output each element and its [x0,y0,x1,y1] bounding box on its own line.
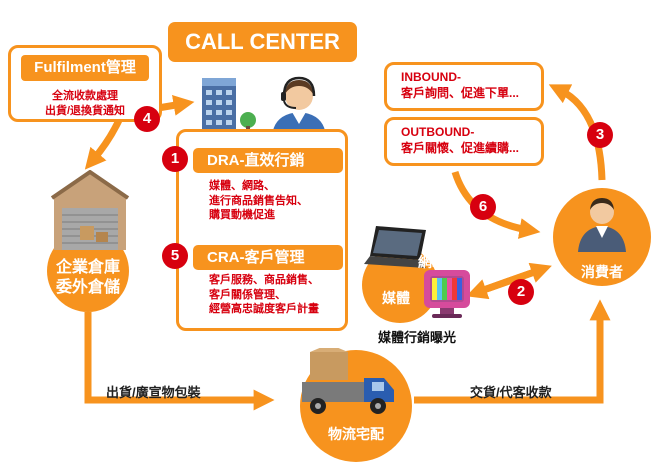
dra-line: 購買動機促進 [209,209,275,221]
dra-line: 進行商品銷售告知、 [209,194,308,207]
arrow-to-warehouse [84,116,124,170]
media-media-label: 媒體 [382,290,410,306]
consumer-person-icon [578,198,626,252]
cra-line: 客戶服務、商品銷售、 [209,274,319,286]
fulfilment-line-1: 全流收款處理 [52,90,118,102]
outbound-title: OUTBOUND- [401,125,475,139]
outbound-desc: 客戶關懷、促進續購... [401,141,520,155]
arrow-to-consumer [414,299,611,404]
warehouse-icon [50,170,130,250]
media-caption: 媒體行銷曝光 [378,330,457,345]
dra-description: 媒體、網路、 進行商品銷售告知、 購買動機促進 [209,179,308,223]
step-6-badge: 6 [470,194,496,220]
inbound-box: INBOUND- 客戶詢問、促進下單... [384,62,544,111]
consumer-label: 消費者 [581,264,623,280]
fulfilment-box: Fulfilment管理 全流收款處理 出貨/退換貨通知 [8,45,162,122]
fulfilment-line-2: 出貨/退換貨通知 [44,105,126,117]
step-3-badge: 3 [587,122,613,148]
warehouse-label: 企業倉庫 委外倉儲 [38,258,138,298]
warehouse-line-2: 委外倉儲 [55,279,120,296]
media-web-label: 網站 [418,254,446,270]
warehouse-line-1: 企業倉庫 [55,259,120,276]
fulfilment-title: Fulfilment管理 [21,55,149,81]
office-building-icon [202,78,256,134]
tv-icon [424,270,470,318]
call-agent-icon [272,76,326,136]
step-5-badge: 5 [162,243,188,269]
dra-line: 媒體、網路、 [209,180,275,192]
deliver-collect-label: 交貨/代客收款 [470,385,552,400]
call-center-box: DRA-直效行銷 媒體、網路、 進行商品銷售告知、 購買動機促進 CRA-客戶管… [176,129,348,331]
ship-pack-label: 出貨/廣宣物包裝 [106,385,201,400]
cra-title: CRA-客戶管理 [193,245,343,270]
laptop-icon [364,226,426,268]
delivery-truck-icon [302,348,394,414]
cra-line: 經營高忠誠度客戶計畫 [209,303,319,315]
dra-title: DRA-直效行銷 [193,148,343,173]
cra-description: 客戶服務、商品銷售、 客戶關係管理、 經營高忠誠度客戶計畫 [209,273,319,317]
cra-line: 客戶關係管理、 [209,288,286,301]
inbound-desc: 客戶詢問、促進下單... [401,86,520,100]
call-center-header: CALL CENTER [168,22,357,62]
step-4-badge: 4 [134,106,160,132]
arrow-step4 [157,95,195,116]
step-1-badge: 1 [162,146,188,172]
step-2-badge: 2 [508,279,534,305]
inbound-title: INBOUND- [401,70,461,84]
delivery-label: 物流宅配 [328,426,384,442]
arrow-to-delivery [84,312,275,411]
arrow-step3 [548,84,606,181]
outbound-box: OUTBOUND- 客戶關懷、促進續購... [384,117,544,166]
